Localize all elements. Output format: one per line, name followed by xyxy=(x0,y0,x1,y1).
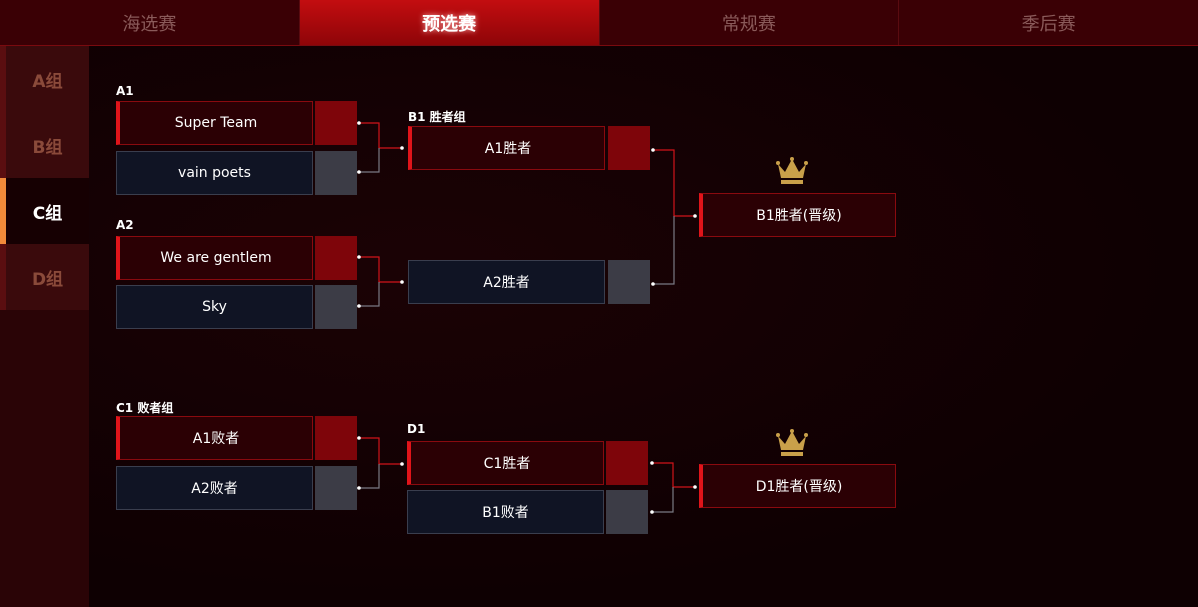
match-label-b1: B1 胜者组 xyxy=(408,110,466,124)
score-b1-1 xyxy=(608,126,650,170)
sidebar-item-group-b[interactable]: B组 xyxy=(0,112,89,178)
team-slot-d1-2[interactable]: B1败者 xyxy=(407,490,604,534)
score-b1-2 xyxy=(608,260,650,304)
match-label-d1: D1 xyxy=(407,422,426,436)
advance-slot-d1-winner[interactable]: D1胜者(晋级) xyxy=(699,464,896,508)
stage-tabs: 海选赛 预选赛 常规赛 季后赛 xyxy=(0,0,1198,46)
team-slot-a2-1[interactable]: We are gentlem xyxy=(116,236,313,280)
sidebar-item-group-c[interactable]: C组 xyxy=(0,178,89,244)
tab-haixuan[interactable]: 海选赛 xyxy=(0,0,300,45)
team-slot-b1-1[interactable]: A1胜者 xyxy=(408,126,605,170)
score-d1-2 xyxy=(606,490,648,534)
crown-icon xyxy=(776,157,808,184)
score-a1-1 xyxy=(315,101,357,145)
match-label-a1: A1 xyxy=(116,84,134,98)
group-sidebar: A组 B组 C组 D组 xyxy=(0,46,89,607)
score-a2-1 xyxy=(315,236,357,280)
match-label-c1: C1 败者组 xyxy=(116,401,174,415)
score-d1-1 xyxy=(606,441,648,485)
score-c1-1 xyxy=(315,416,357,460)
team-slot-a1-1[interactable]: Super Team xyxy=(116,101,313,145)
team-slot-a2-2[interactable]: Sky xyxy=(116,285,313,329)
score-a2-2 xyxy=(315,285,357,329)
score-a1-2 xyxy=(315,151,357,195)
advance-slot-b1-winner[interactable]: B1胜者(晋级) xyxy=(699,193,896,237)
sidebar-item-group-a[interactable]: A组 xyxy=(0,46,89,112)
team-slot-c1-1[interactable]: A1败者 xyxy=(116,416,313,460)
team-slot-c1-2[interactable]: A2败者 xyxy=(116,466,313,510)
team-slot-d1-1[interactable]: C1胜者 xyxy=(407,441,604,485)
crown-icon xyxy=(776,429,808,456)
team-slot-a1-2[interactable]: vain poets xyxy=(116,151,313,195)
score-c1-2 xyxy=(315,466,357,510)
bracket-area: A1 Super Team vain poets A2 We are gentl… xyxy=(89,46,1198,607)
tab-yuxuan[interactable]: 预选赛 xyxy=(299,0,600,45)
tab-jihou[interactable]: 季后赛 xyxy=(1021,13,1076,35)
team-slot-b1-2[interactable]: A2胜者 xyxy=(408,260,605,304)
match-label-a2: A2 xyxy=(116,218,134,232)
sidebar-item-group-d[interactable]: D组 xyxy=(0,244,89,310)
tab-changgui[interactable]: 常规赛 xyxy=(600,0,900,45)
